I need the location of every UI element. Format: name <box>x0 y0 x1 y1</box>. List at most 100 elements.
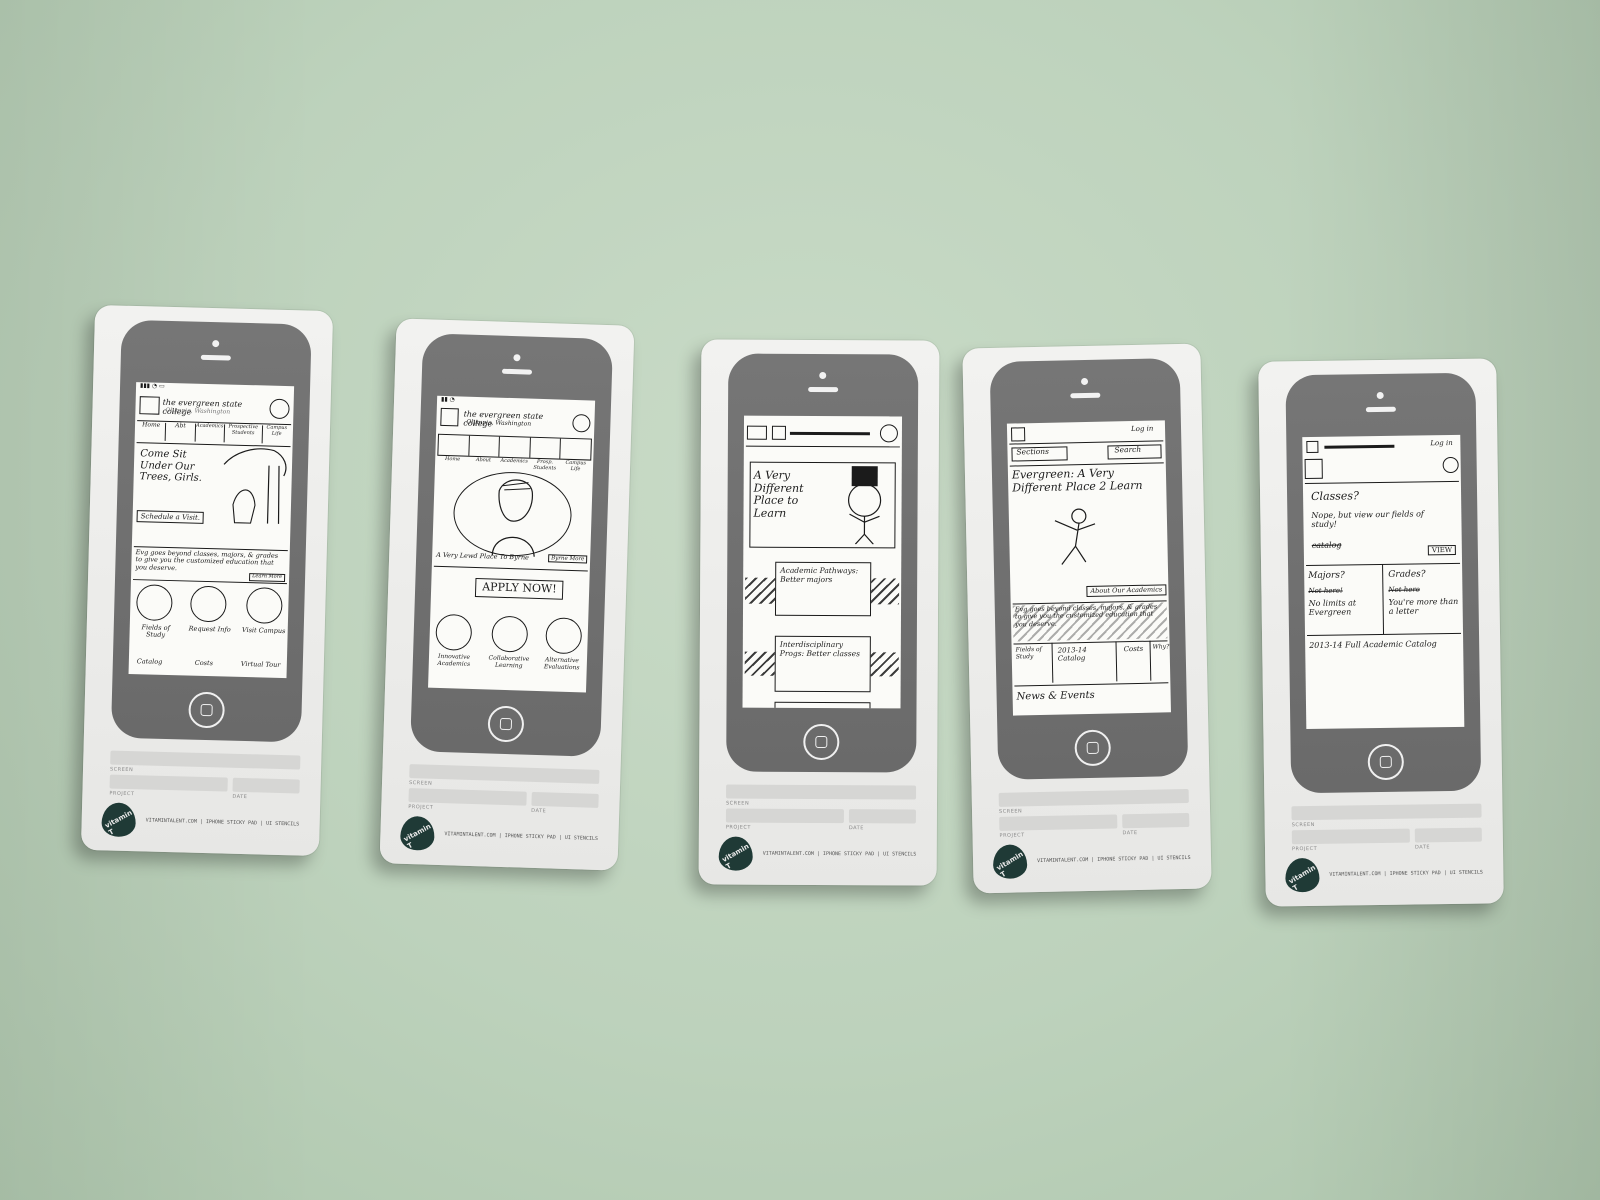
full-catalog-link[interactable]: 2013-14 Full Academic Catalog <box>1309 639 1437 651</box>
logo-icon <box>1010 427 1026 442</box>
schedule-visit-button[interactable]: Schedule a Visit. <box>136 510 205 524</box>
nav-campus-life[interactable]: Campus Life <box>266 424 288 437</box>
home-button-icon <box>487 705 525 743</box>
majors-answer: No limits at Evergreen <box>1308 598 1357 618</box>
date-label: DATE <box>848 825 864 832</box>
book-stack-icon[interactable] <box>135 584 173 622</box>
date-label: DATE <box>1122 829 1138 837</box>
sticky-pad-5: Log in Classes? Nope, but view our field… <box>1258 358 1504 907</box>
chain-link-icon[interactable] <box>491 615 529 653</box>
bottom-virtual-tour[interactable]: Virtual Tour <box>240 659 281 669</box>
screen-label: SCREEN <box>408 780 433 787</box>
vitamin-t-logo: vitamin T <box>101 802 137 838</box>
cartoon-drawing <box>847 466 882 545</box>
project-label: PROJECT <box>999 832 1025 839</box>
grades-question: Grades? <box>1388 569 1426 580</box>
bottom-catalog[interactable]: Catalog <box>136 657 163 666</box>
portrait-sketch <box>491 479 535 557</box>
academic-pathways-card[interactable]: Academic Pathways: Better majors <box>774 561 872 617</box>
nav-home[interactable]: Home <box>136 421 167 441</box>
nav-home[interactable]: Home <box>444 455 461 463</box>
sketch-screen-2: ▮▮ ◔ the evergreen state college Olympia… <box>428 395 596 693</box>
tree-drawing <box>223 448 287 524</box>
camera-icon <box>212 340 220 348</box>
camera-icon <box>513 354 521 362</box>
apply-now-button[interactable]: APPLY NOW! <box>474 578 564 600</box>
nav-prospective[interactable]: Prosp. Students <box>533 458 557 472</box>
phone-outline: Log in Classes? Nope, but view our field… <box>1285 372 1482 794</box>
nav-about[interactable]: Abt <box>165 422 196 442</box>
hero-text: A Very Different Place to Learn <box>753 468 804 520</box>
search-icon[interactable] <box>879 424 898 443</box>
nav-about[interactable]: About <box>475 456 492 464</box>
sticky-pad-4: Log in Sections Search Evergreen: A Very… <box>962 343 1212 894</box>
speaker-icon <box>1070 392 1101 399</box>
nav-academics[interactable]: Academics <box>500 457 528 465</box>
pad-footer: vitamin T VITAMINTALENT.COM | IPHONE STI… <box>399 815 603 856</box>
date-field <box>1122 812 1190 829</box>
icon-label-visit: Visit Campus <box>241 625 286 636</box>
grid-why[interactable]: Why? <box>1152 643 1170 651</box>
icon-label-fields: Fields of Study <box>141 623 171 640</box>
info-icon[interactable] <box>189 585 227 623</box>
menu-icon[interactable] <box>1304 458 1323 480</box>
page-title: Evergreen: A Very Different Place 2 Lear… <box>1011 466 1143 495</box>
search-icon[interactable] <box>1442 456 1459 474</box>
logo-icon <box>139 396 160 415</box>
home-button-icon <box>1367 743 1405 781</box>
grid-fields-of-study[interactable]: Fields of Study <box>1015 645 1042 661</box>
nav-academics[interactable]: Academics <box>195 423 225 443</box>
map-pin-icon[interactable] <box>245 587 283 624</box>
screen-label: SCREEN <box>1291 821 1315 829</box>
nav-campus-life[interactable]: Campus Life <box>565 459 587 472</box>
vitamin-t-logo: vitamin T <box>718 836 753 871</box>
search-icon[interactable] <box>269 398 290 420</box>
divider <box>1307 632 1462 637</box>
footer-text: VITAMINTALENT.COM | IPHONE STICKY PAD | … <box>145 817 300 828</box>
home-button-icon <box>803 723 840 761</box>
login-link[interactable]: Log in <box>1130 424 1154 434</box>
card-text: Academic Pathways: Better majors <box>780 565 859 584</box>
home-icon[interactable] <box>438 434 470 456</box>
divider <box>745 445 900 448</box>
interdisciplinary-card[interactable]: Interdisciplinary Progs: Better classes <box>774 635 871 693</box>
bottom-costs[interactable]: Costs <box>194 658 214 668</box>
footer-text: VITAMINTALENT.COM | IPHONE STICKY PAD | … <box>444 831 598 842</box>
lightbulb-icon[interactable] <box>435 613 473 651</box>
search-icon[interactable] <box>572 413 591 433</box>
majors-struck: Not here! <box>1308 586 1343 596</box>
date-field <box>232 777 300 794</box>
screen-field <box>409 764 600 784</box>
project-label: PROJECT <box>408 804 434 811</box>
next-card[interactable] <box>774 701 871 709</box>
about-academics-button[interactable]: About Our Academics <box>1086 584 1167 598</box>
divider <box>1149 640 1152 681</box>
hero-text: Come Sit Under Our Trees, Girls. <box>139 448 203 484</box>
search-button[interactable]: Search <box>1107 444 1162 460</box>
date-field <box>1414 827 1482 843</box>
learn-more-link[interactable]: Learn More <box>249 573 286 582</box>
byrne-more-link[interactable]: Byrne More <box>548 554 588 564</box>
grid-costs[interactable]: Costs <box>1123 644 1144 654</box>
cup-icon[interactable] <box>561 439 591 460</box>
grid-catalog[interactable]: 2013-14 Catalog <box>1057 646 1087 663</box>
login-link[interactable]: Log in <box>1430 438 1453 448</box>
people-icon[interactable] <box>530 437 562 459</box>
footer-text: VITAMINTALENT.COM | IPHONE STICKY PAD | … <box>1037 854 1191 865</box>
menu-icon[interactable] <box>746 425 767 440</box>
logo-icon <box>1306 440 1319 454</box>
project-field <box>999 814 1118 831</box>
sticky-pad-2: ▮▮ ◔ the evergreen state college Olympia… <box>379 318 635 871</box>
pencil-icon[interactable] <box>499 436 531 458</box>
nav-prospective[interactable]: Prospective Students <box>224 424 263 444</box>
grades-struck: Not here <box>1388 585 1420 594</box>
divider <box>1014 682 1169 687</box>
classes-question: Classes? <box>1311 489 1360 503</box>
view-button[interactable]: VIEW <box>1427 544 1457 556</box>
screen-field <box>1291 803 1482 821</box>
news-events-link[interactable]: News & Events <box>1016 689 1095 703</box>
camera-icon <box>1080 377 1089 386</box>
book-icon[interactable] <box>545 617 583 655</box>
info-icon[interactable] <box>468 435 501 457</box>
sections-menu-button[interactable]: Sections <box>1011 446 1068 462</box>
